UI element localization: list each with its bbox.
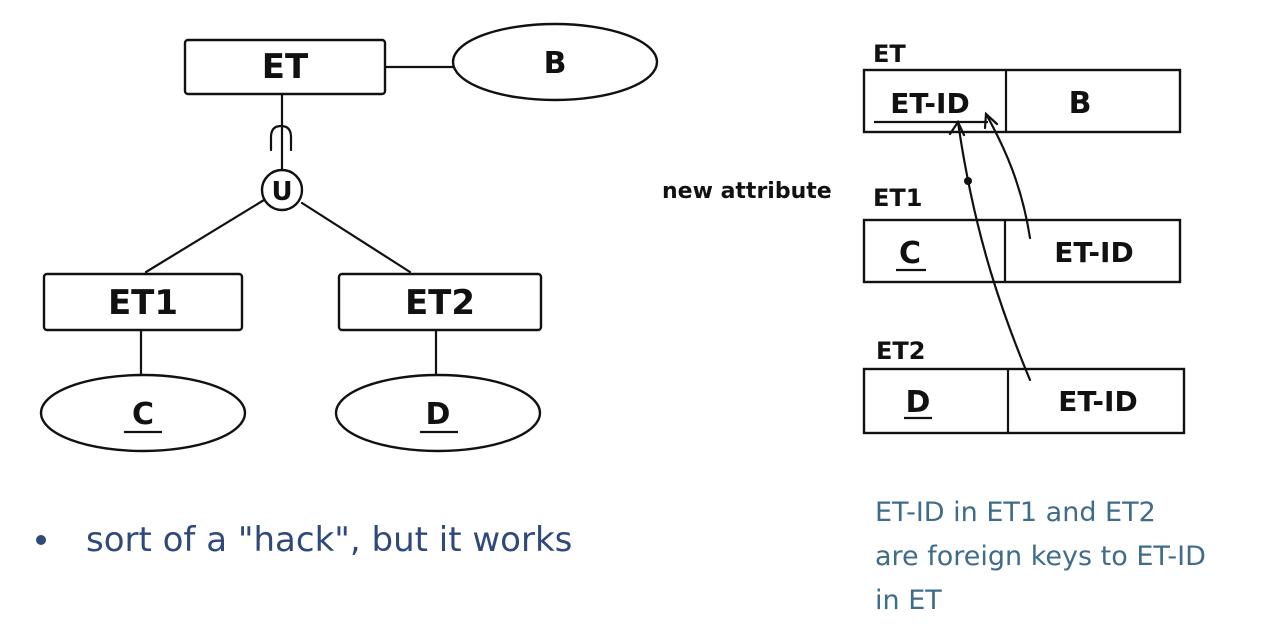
fk-note-line-3: in ET — [875, 585, 942, 616]
fk-arrow-et1-to-et — [984, 112, 1032, 240]
union-circle: U — [260, 168, 304, 212]
er-diagram: ET B U ET1 ET2 C D — [39, 22, 659, 453]
attribute-d: D — [334, 373, 542, 453]
table-et-col-b: B — [1069, 86, 1092, 121]
table-et2-col-et-id: ET-ID — [1058, 385, 1137, 418]
attribute-b: B — [451, 22, 659, 102]
new-attribute-note: new attribute — [662, 179, 832, 204]
entity-et: ET — [183, 38, 387, 96]
bullet-note: sort of a "hack", but it works — [36, 520, 572, 560]
union-to-et1-edge — [144, 198, 266, 274]
table-et: ET-ID B — [862, 68, 1182, 134]
relational-schema: ET ET-ID B new attribute ET1 C ET-ID ET2… — [662, 40, 1186, 435]
union-to-et2-edge — [300, 201, 412, 274]
table-et2-label: ET2 — [876, 337, 925, 365]
attribute-d-label: D — [426, 397, 451, 432]
table-et1: C ET-ID — [862, 218, 1182, 284]
entity-et2: ET2 — [337, 272, 543, 332]
entity-et1-label: ET1 — [108, 283, 178, 323]
entity-et-label: ET — [262, 47, 309, 87]
entity-et1: ET1 — [42, 272, 244, 332]
table-et-label: ET — [873, 40, 906, 68]
bullet-note-text: sort of a "hack", but it works — [86, 520, 572, 560]
subset-arc — [269, 124, 293, 152]
fk-note: ET-ID in ET1 and ET2 are foreign keys to… — [875, 497, 1206, 616]
fk-arrow-et1-head — [983, 111, 999, 130]
table-et2: D ET-ID — [862, 367, 1186, 435]
attribute-c: C — [39, 373, 247, 453]
attribute-c-label: C — [132, 397, 154, 432]
fk-note-line-1: ET-ID in ET1 and ET2 — [875, 497, 1156, 528]
attribute-b-label: B — [544, 46, 567, 81]
table-et1-label: ET1 — [873, 184, 922, 212]
bullet-dot — [36, 535, 46, 545]
entity-et2-label: ET2 — [405, 283, 475, 323]
table-et1-col-c: C — [899, 236, 921, 271]
table-et2-col-d: D — [906, 385, 931, 420]
table-et-col-et-id: ET-ID — [890, 87, 969, 120]
fk-note-line-2: are foreign keys to ET-ID — [875, 541, 1206, 572]
fk-arrow-et2-to-et — [956, 120, 1032, 382]
fk-arrow-et2-head — [948, 119, 966, 137]
union-symbol: U — [271, 177, 292, 207]
table-et1-col-et-id: ET-ID — [1054, 236, 1133, 269]
